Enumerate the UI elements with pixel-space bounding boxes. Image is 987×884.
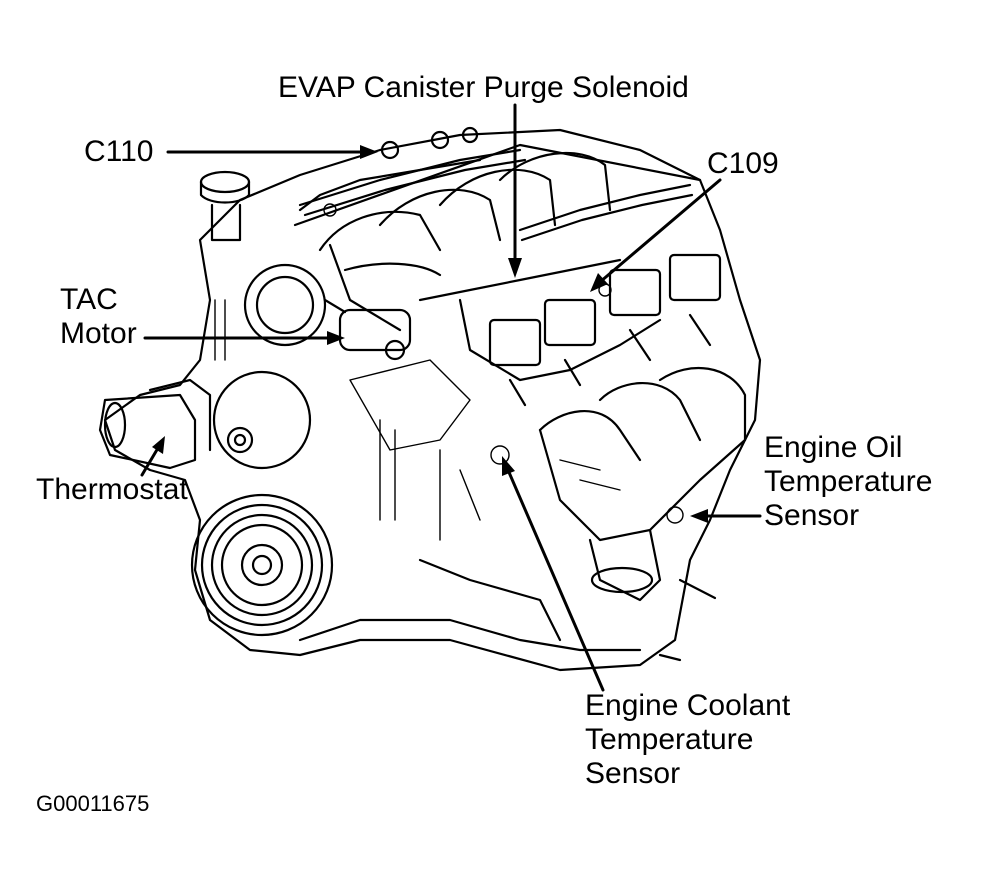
label-tac-motor-line1: TAC (60, 283, 118, 316)
crank-pulley (190, 493, 334, 637)
figure-id: G00011675 (36, 791, 150, 816)
leader-c109 (598, 178, 722, 284)
engine-block-outline (103, 128, 762, 672)
label-engine-oil-temperature-sensor-line3: Sensor (764, 499, 860, 532)
thermostat-housing (98, 378, 212, 470)
fuel-rail (298, 126, 694, 242)
leader-ect (506, 468, 605, 692)
engine-detail-lines (214, 203, 684, 541)
label-engine-oil-temperature-sensor-line2: Temperature (764, 465, 933, 498)
arrow-thermostat (152, 436, 165, 454)
leader-thermostat (140, 446, 160, 477)
label-c110: C110 (84, 135, 154, 168)
arrow-evap (508, 258, 522, 278)
label-engine-coolant-temperature-sensor-line2: Temperature (585, 723, 754, 756)
oil-pan (298, 558, 717, 662)
oil-filler-cap (199, 170, 251, 242)
label-engine-coolant-temperature-sensor-line3: Sensor (585, 757, 681, 790)
arrow-ect (502, 456, 515, 476)
arrow-c110 (360, 145, 378, 159)
exhaust-manifold (538, 366, 747, 602)
label-c109: C109 (707, 147, 779, 180)
arrow-eot (690, 509, 708, 523)
label-thermostat: Thermostat (36, 473, 188, 506)
label-engine-oil-temperature-sensor-line1: Engine Oil (764, 431, 903, 464)
water-pump-pulley (212, 370, 312, 470)
label-tac-motor-line2: Motor (60, 317, 137, 350)
throttle-body (243, 263, 412, 361)
arrow-tac (327, 331, 345, 345)
label-evap-canister-purge-solenoid: EVAP Canister Purge Solenoid (278, 71, 689, 104)
callout-leaders (140, 103, 762, 692)
label-engine-coolant-temperature-sensor-line1: Engine Coolant (585, 689, 791, 722)
intake-manifold (293, 143, 702, 382)
arrow-c109 (590, 273, 608, 292)
ignition-coils (488, 253, 722, 407)
